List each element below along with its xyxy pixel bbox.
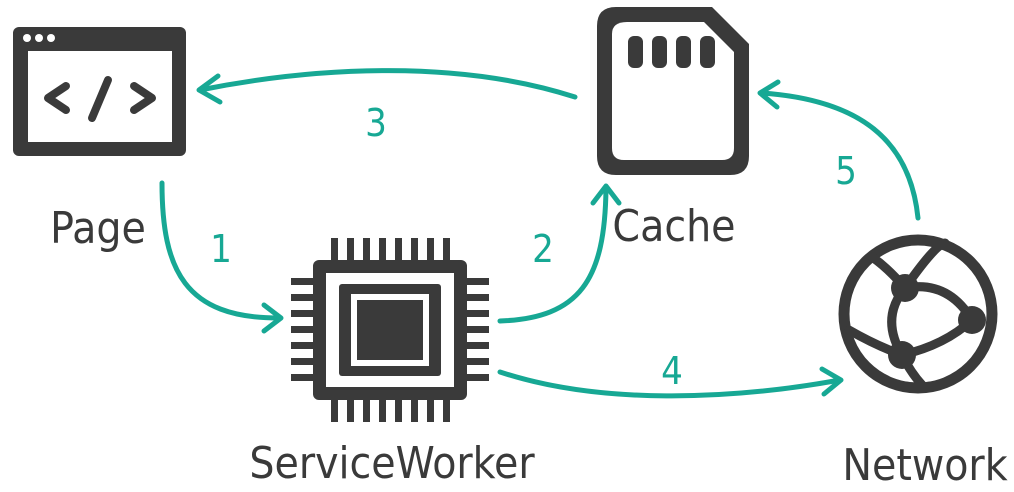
cache-label: Cache (612, 201, 735, 252)
arrow-step-2 (497, 183, 622, 324)
step-label-3: 3 (365, 101, 387, 145)
arrow-step-3 (196, 68, 578, 105)
arrow-step-4 (497, 366, 844, 399)
service-worker-label: ServiceWorker (249, 438, 535, 489)
network-label: Network (842, 440, 1007, 491)
browser-code-icon (13, 27, 186, 156)
step-label-1: 1 (210, 227, 232, 271)
arrow-step-1 (159, 180, 284, 334)
step-label-5: 5 (835, 149, 857, 193)
step-label-2: 2 (532, 227, 554, 271)
cpu-chip-icon (291, 238, 489, 422)
arrow-step-5 (757, 79, 921, 221)
globe-network-icon (838, 234, 998, 394)
sd-card-icon (597, 7, 749, 175)
step-label-4: 4 (661, 349, 683, 393)
page-label: Page (50, 203, 146, 254)
